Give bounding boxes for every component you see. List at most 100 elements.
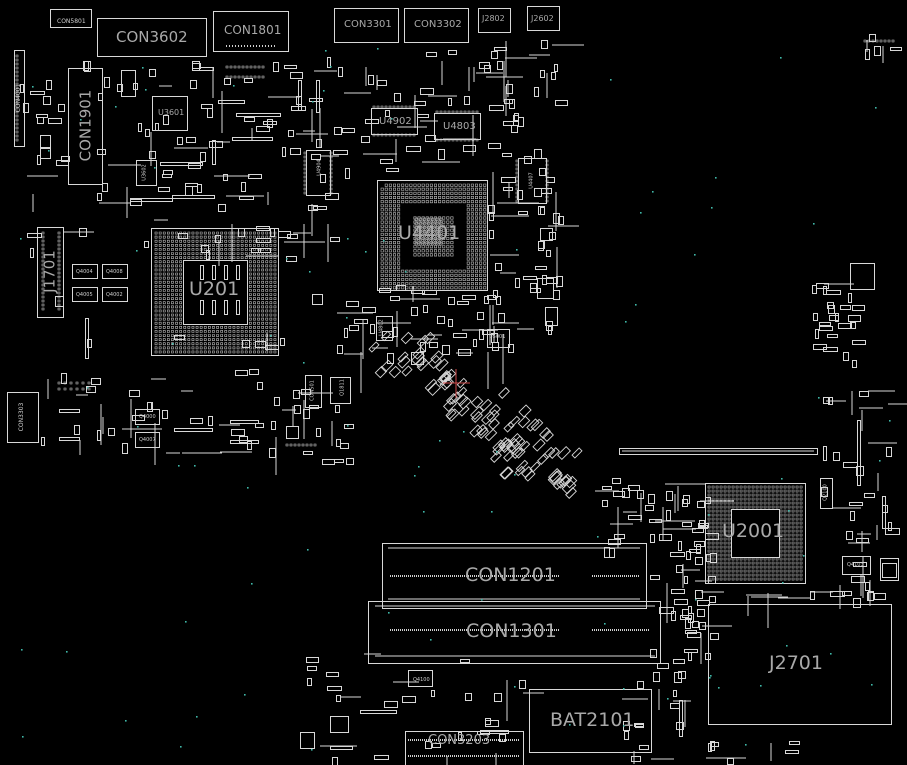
test-point bbox=[125, 720, 127, 722]
passive-component bbox=[223, 174, 228, 181]
pin-strip bbox=[57, 387, 91, 391]
rotated-passive bbox=[529, 461, 541, 473]
test-point bbox=[233, 85, 235, 87]
rotated-passive bbox=[458, 405, 470, 417]
con1901-outline bbox=[68, 68, 103, 185]
rotated-passive bbox=[424, 378, 438, 392]
passive-component bbox=[538, 241, 544, 251]
misc-component bbox=[55, 296, 64, 307]
passive-component bbox=[645, 505, 654, 511]
long-passive bbox=[480, 730, 509, 734]
test-point bbox=[330, 66, 332, 68]
passive-component bbox=[158, 187, 170, 192]
passive-component bbox=[551, 72, 556, 80]
long-passive bbox=[230, 440, 259, 444]
passive-component bbox=[320, 174, 326, 183]
passive-component bbox=[676, 565, 683, 573]
rotated-passive bbox=[548, 469, 564, 485]
test-point bbox=[695, 599, 697, 601]
passive-component bbox=[628, 515, 642, 520]
rotated-passive bbox=[438, 371, 452, 385]
passive-component bbox=[671, 611, 676, 621]
test-point bbox=[803, 555, 805, 557]
passive-component bbox=[602, 486, 612, 490]
test-point bbox=[830, 653, 832, 655]
passive-component bbox=[235, 370, 248, 376]
rotated-passive bbox=[542, 446, 556, 460]
rotated-passive bbox=[492, 442, 506, 456]
passive-component bbox=[247, 441, 252, 450]
passive-component bbox=[540, 70, 545, 78]
passive-component bbox=[255, 423, 264, 428]
passive-component bbox=[87, 339, 92, 348]
passive-component bbox=[666, 491, 673, 501]
passive-component bbox=[546, 250, 551, 257]
test-point bbox=[715, 177, 717, 179]
passive-component bbox=[555, 100, 568, 106]
misc-component bbox=[545, 307, 558, 326]
passive-component bbox=[429, 342, 438, 348]
bga-u201-balls bbox=[154, 231, 277, 354]
misc-component bbox=[40, 148, 51, 159]
passive-component bbox=[530, 283, 537, 293]
passive-component bbox=[384, 701, 398, 708]
pin-strip bbox=[57, 381, 91, 385]
passive-component bbox=[491, 51, 498, 59]
test-point bbox=[569, 724, 571, 726]
test-point bbox=[788, 510, 790, 512]
passive-component bbox=[848, 293, 852, 303]
small-component-outline bbox=[330, 377, 351, 404]
test-point bbox=[875, 107, 877, 109]
j2802-outline bbox=[478, 8, 511, 33]
rotated-passive bbox=[517, 415, 531, 429]
rotated-passive bbox=[422, 331, 436, 345]
passive-component bbox=[207, 108, 213, 118]
small-component-outline bbox=[850, 263, 875, 290]
long-passive bbox=[360, 710, 397, 714]
test-point bbox=[365, 251, 367, 253]
u4902-pins bbox=[372, 105, 416, 109]
passive-component bbox=[639, 745, 649, 750]
passive-component bbox=[271, 421, 276, 430]
passive-component bbox=[453, 333, 467, 338]
passive-component bbox=[426, 52, 437, 57]
passive-component bbox=[255, 341, 266, 348]
passive-component bbox=[30, 248, 34, 258]
passive-component bbox=[37, 155, 41, 165]
passive-component bbox=[334, 127, 342, 135]
passive-component bbox=[448, 98, 452, 106]
long-passive bbox=[172, 195, 215, 199]
passive-component bbox=[666, 510, 671, 521]
misc-component bbox=[300, 732, 315, 749]
small-component-outline bbox=[820, 478, 833, 509]
con5801-outline bbox=[50, 9, 92, 28]
rotated-passive bbox=[498, 387, 510, 399]
long-passive bbox=[230, 420, 259, 424]
test-point bbox=[391, 118, 393, 120]
passive-component bbox=[149, 69, 156, 77]
passive-component bbox=[826, 290, 841, 295]
passive-component bbox=[477, 312, 484, 320]
passive-component bbox=[541, 40, 548, 49]
passive-component bbox=[104, 77, 110, 88]
passive-component bbox=[848, 315, 861, 322]
passive-component bbox=[244, 78, 253, 83]
passive-component bbox=[74, 425, 80, 435]
test-point bbox=[694, 254, 696, 256]
misc-component bbox=[312, 294, 323, 305]
passive-component bbox=[637, 681, 644, 689]
rotated-passive bbox=[556, 445, 572, 461]
passive-component bbox=[888, 522, 892, 531]
small-component-outline bbox=[880, 558, 899, 581]
passive-component bbox=[813, 313, 818, 321]
test-point bbox=[640, 212, 642, 214]
passive-component bbox=[190, 418, 203, 424]
con3303-outline bbox=[7, 392, 39, 443]
passive-component bbox=[708, 576, 716, 584]
passive-component bbox=[813, 344, 827, 350]
passive-component bbox=[332, 757, 338, 765]
test-point bbox=[879, 460, 881, 462]
passive-component bbox=[377, 80, 387, 86]
test-point bbox=[172, 343, 174, 345]
passive-component bbox=[695, 590, 703, 599]
